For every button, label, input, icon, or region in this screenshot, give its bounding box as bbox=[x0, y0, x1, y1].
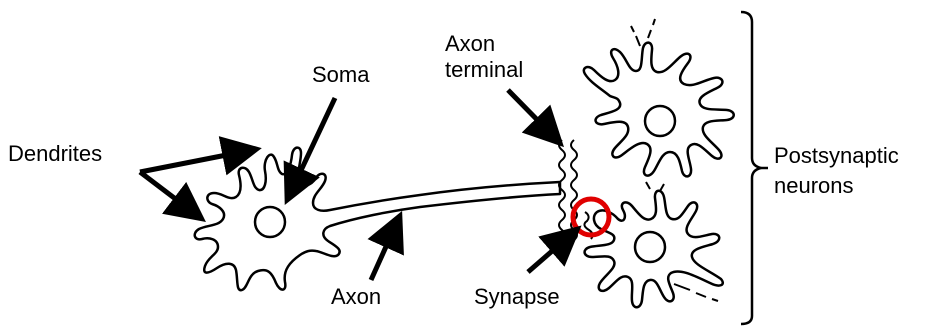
dendrites-arrow-upper bbox=[140, 150, 252, 172]
soma-label: Soma bbox=[312, 62, 369, 88]
axon-terminal-label-line1: Axon bbox=[445, 31, 495, 57]
postsynaptic-label-line1: Postsynaptic bbox=[774, 143, 899, 169]
synapse-arrow bbox=[528, 232, 574, 272]
postsynaptic-lower-axon-dashes bbox=[674, 284, 718, 301]
synapse-label: Synapse bbox=[474, 284, 560, 310]
axon-terminal-arrow bbox=[508, 90, 557, 140]
postsynaptic-lower-nucleus bbox=[635, 232, 665, 262]
postsynaptic-neuron-lower bbox=[585, 182, 723, 307]
postsynaptic-label-line2: neurons bbox=[774, 173, 854, 199]
postsynaptic-upper-broken-dendrite bbox=[631, 19, 655, 46]
postsynaptic-lower-dendrite-top bbox=[646, 182, 664, 191]
synapse-highlight-circle bbox=[573, 199, 609, 235]
postsynaptic-upper-nucleus bbox=[645, 106, 675, 136]
postsynaptic-bracket bbox=[741, 12, 761, 324]
presynaptic-nucleus bbox=[255, 207, 285, 237]
postsynaptic-neuron-upper bbox=[584, 19, 734, 176]
axon-arrow bbox=[371, 220, 398, 280]
axon-terminal-label-line2: terminal bbox=[445, 57, 523, 83]
dendrites-label: Dendrites bbox=[8, 141, 102, 167]
axon-label: Axon bbox=[331, 284, 381, 310]
dendrites-arrow-lower bbox=[140, 172, 198, 216]
